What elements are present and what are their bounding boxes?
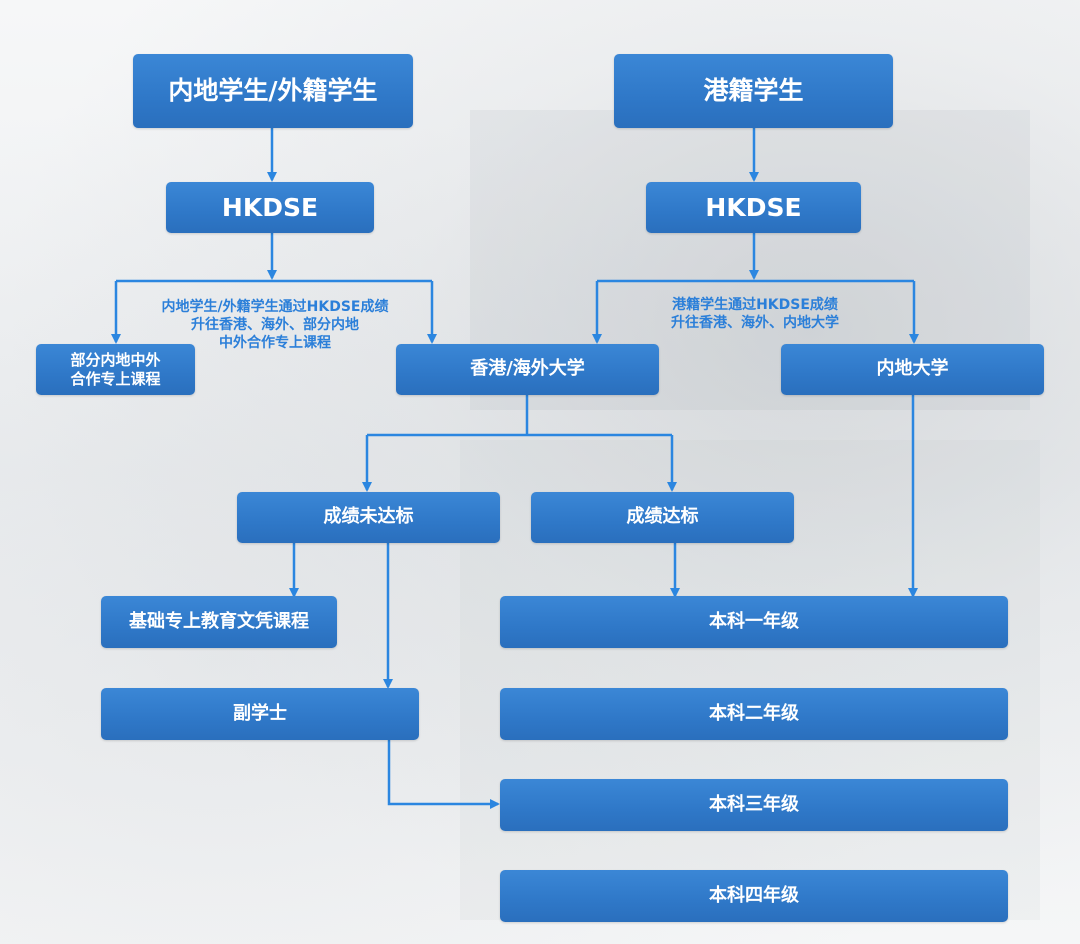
node-undergrad-year1: 本科一年级 [500,596,1008,648]
node-score-met: 成绩达标 [531,492,794,543]
node-score-not-met: 成绩未达标 [237,492,500,543]
node-undergrad-year3: 本科三年级 [500,779,1008,831]
node-foundation-diploma: 基础专上教育文凭课程 [101,596,337,648]
node-mainland-univ: 内地大学 [781,344,1044,395]
node-hkdse-left: HKDSE [166,182,374,233]
edge-associate-to-year3 [387,740,500,809]
node-hk-overseas-univ: 香港/海外大学 [396,344,659,395]
note-left-branch: 内地学生/外籍学生通过HKDSE成绩 升往香港、海外、部分内地 中外合作专上课程 [161,299,389,352]
node-hk-students: 港籍学生 [614,54,893,128]
node-hkdse-right: HKDSE [646,182,861,233]
node-mainland-sino-foreign: 部分内地中外 合作专上课程 [36,344,195,395]
node-undergrad-year2: 本科二年级 [500,688,1008,740]
node-mainland-intl-students: 内地学生/外籍学生 [133,54,413,128]
node-associate-degree: 副学士 [101,688,419,740]
note-right-branch: 港籍学生通过HKDSE成绩 升往香港、海外、内地大学 [671,297,839,332]
node-undergrad-year4: 本科四年级 [500,870,1008,922]
